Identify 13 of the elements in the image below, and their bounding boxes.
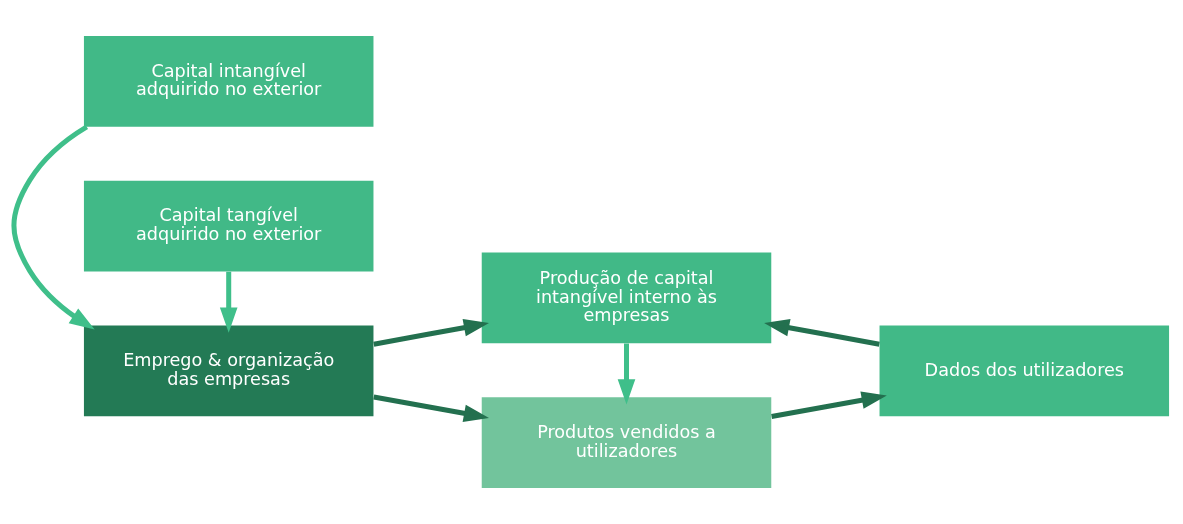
arrow — [617, 343, 636, 405]
node-box: Produtos vendidos a utilizadores — [481, 397, 772, 488]
node-box: Capital tangível adquirido no exterior — [83, 180, 374, 272]
node-box: Emprego & organização das empresas — [83, 325, 374, 417]
node-box: Dados dos utilizadores — [879, 325, 1170, 417]
arrow — [373, 394, 490, 423]
node-box: Capital intangível adquirido no exterior — [83, 36, 374, 127]
arrow — [373, 318, 490, 347]
arrow — [764, 318, 880, 347]
arrow — [219, 271, 238, 333]
node-box: Produção de capital intangível interno às empresas — [481, 252, 772, 344]
arrow — [11, 124, 95, 330]
arrow — [771, 391, 887, 419]
